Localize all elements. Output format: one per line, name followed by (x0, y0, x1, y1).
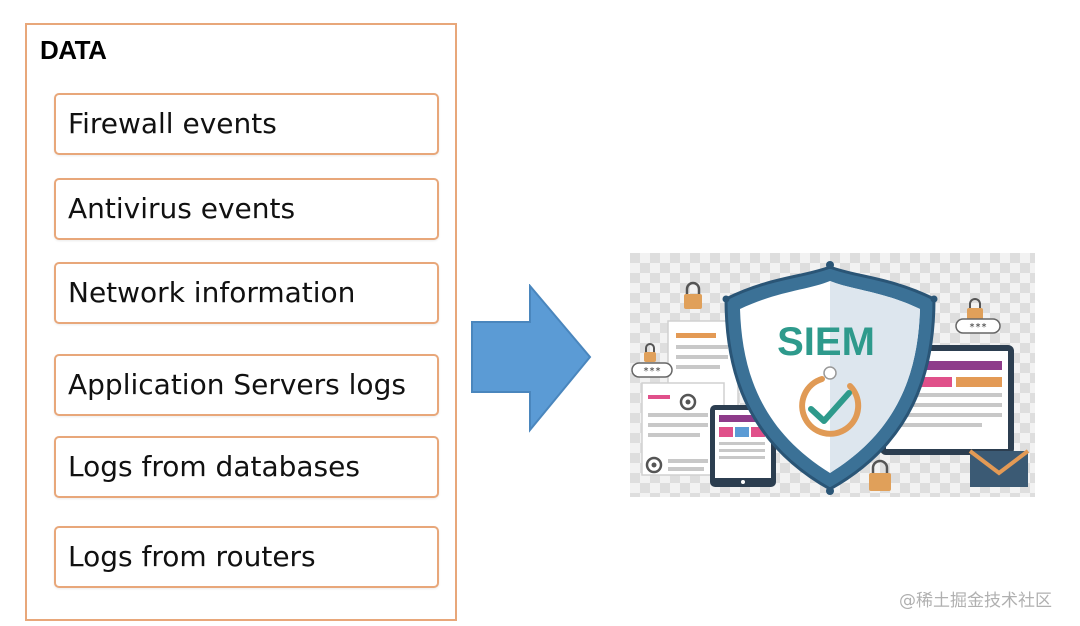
panel-title: DATA (40, 35, 107, 65)
password-field-left-icon: *** (631, 362, 673, 378)
data-panel: DATA Firewall events Antivirus events Ne… (25, 23, 457, 621)
data-item-label: Logs from databases (68, 449, 360, 483)
flow-arrow-icon (471, 284, 592, 433)
siem-illustration: *** *** (630, 253, 1035, 497)
data-item-label: Antivirus events (68, 191, 296, 225)
data-item-application-servers-logs: Application Servers logs (54, 354, 439, 416)
data-item-label: Logs from routers (68, 539, 316, 573)
data-item-logs-from-databases: Logs from databases (54, 436, 439, 498)
lock-icon (684, 281, 702, 309)
svg-text:***: *** (969, 322, 987, 333)
data-item-antivirus-events: Antivirus events (54, 178, 439, 240)
svg-text:***: *** (643, 366, 661, 377)
arrow-shape (471, 284, 592, 433)
check-badge-icon (799, 366, 862, 437)
siem-label: SIEM (777, 320, 875, 364)
data-item-logs-from-routers: Logs from routers (54, 526, 439, 588)
envelope-icon (968, 449, 1030, 487)
lock-icon (644, 343, 656, 362)
data-item-label: Network information (68, 275, 356, 309)
watermark: @稀土掘金技术社区 (899, 591, 1052, 611)
data-item-label: Firewall events (68, 106, 277, 140)
data-item-label: Application Servers logs (68, 367, 406, 401)
data-item-network-information: Network information (54, 262, 439, 324)
lock-icon (869, 459, 891, 491)
lock-icon (967, 298, 983, 320)
data-item-firewall-events: Firewall events (54, 93, 439, 155)
password-field-right-icon: *** (955, 318, 1001, 334)
